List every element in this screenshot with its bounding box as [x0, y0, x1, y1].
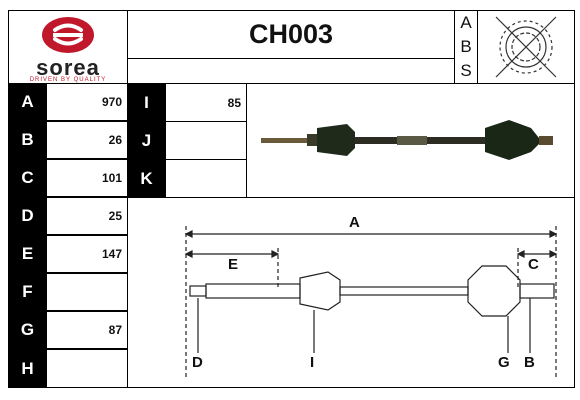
abs-letter-b: B [460, 37, 472, 56]
brand-logo: sorea DRIVEN BY QUALITY [8, 10, 128, 84]
spec-value-d: 25 [46, 197, 128, 235]
dim-label-a: A [349, 214, 360, 231]
spec-label-e: E [8, 235, 47, 273]
spec-label-h: H [8, 349, 47, 388]
spec-value-c: 101 [46, 159, 128, 197]
drive-shaft-photo-icon [261, 120, 553, 160]
spec-value-i: 85 [165, 83, 247, 122]
spec-value-f [46, 273, 128, 311]
spec-value-k [165, 159, 247, 198]
spec-label-b: B [8, 121, 47, 159]
sorea-logo-icon [42, 17, 94, 53]
spec-label-a: A [8, 83, 47, 121]
spec-label-j: J [127, 121, 166, 160]
dim-label-i: I [310, 354, 315, 371]
spec-label-g: G [8, 311, 47, 349]
spec-value-j [165, 121, 247, 160]
abs-ring-crossed-icon [495, 16, 557, 78]
product-photo [246, 83, 575, 198]
spec-label-i: I [127, 83, 166, 122]
spec-value-a: 970 [46, 83, 128, 121]
drive-shaft-diagram-icon [184, 226, 558, 378]
spec-value-g: 87 [46, 311, 128, 349]
dim-label-g: G [498, 354, 510, 371]
dim-label-b: B [524, 354, 535, 371]
abs-ring-box [477, 10, 575, 84]
dimension-diagram: A E C D I G B [127, 197, 575, 388]
product-code: CH003 [127, 10, 455, 59]
abs-letter-a: A [460, 13, 472, 32]
spec-label-d: D [8, 197, 47, 235]
spec-label-c: C [8, 159, 47, 197]
spec-value-e: 147 [46, 235, 128, 273]
spec-label-k: K [127, 159, 166, 198]
header-blank-cell [127, 58, 455, 84]
dim-label-c: C [528, 256, 539, 273]
brand-name: sorea [36, 55, 100, 80]
abs-column: A B S [454, 10, 478, 84]
spec-value-b: 26 [46, 121, 128, 159]
dim-label-d: D [192, 354, 203, 371]
dim-label-e: E [228, 256, 239, 273]
brand-tagline: DRIVEN BY QUALITY [29, 77, 107, 83]
spec-label-f: F [8, 273, 47, 311]
abs-letter-s: S [460, 61, 472, 80]
spec-value-h [46, 349, 128, 388]
